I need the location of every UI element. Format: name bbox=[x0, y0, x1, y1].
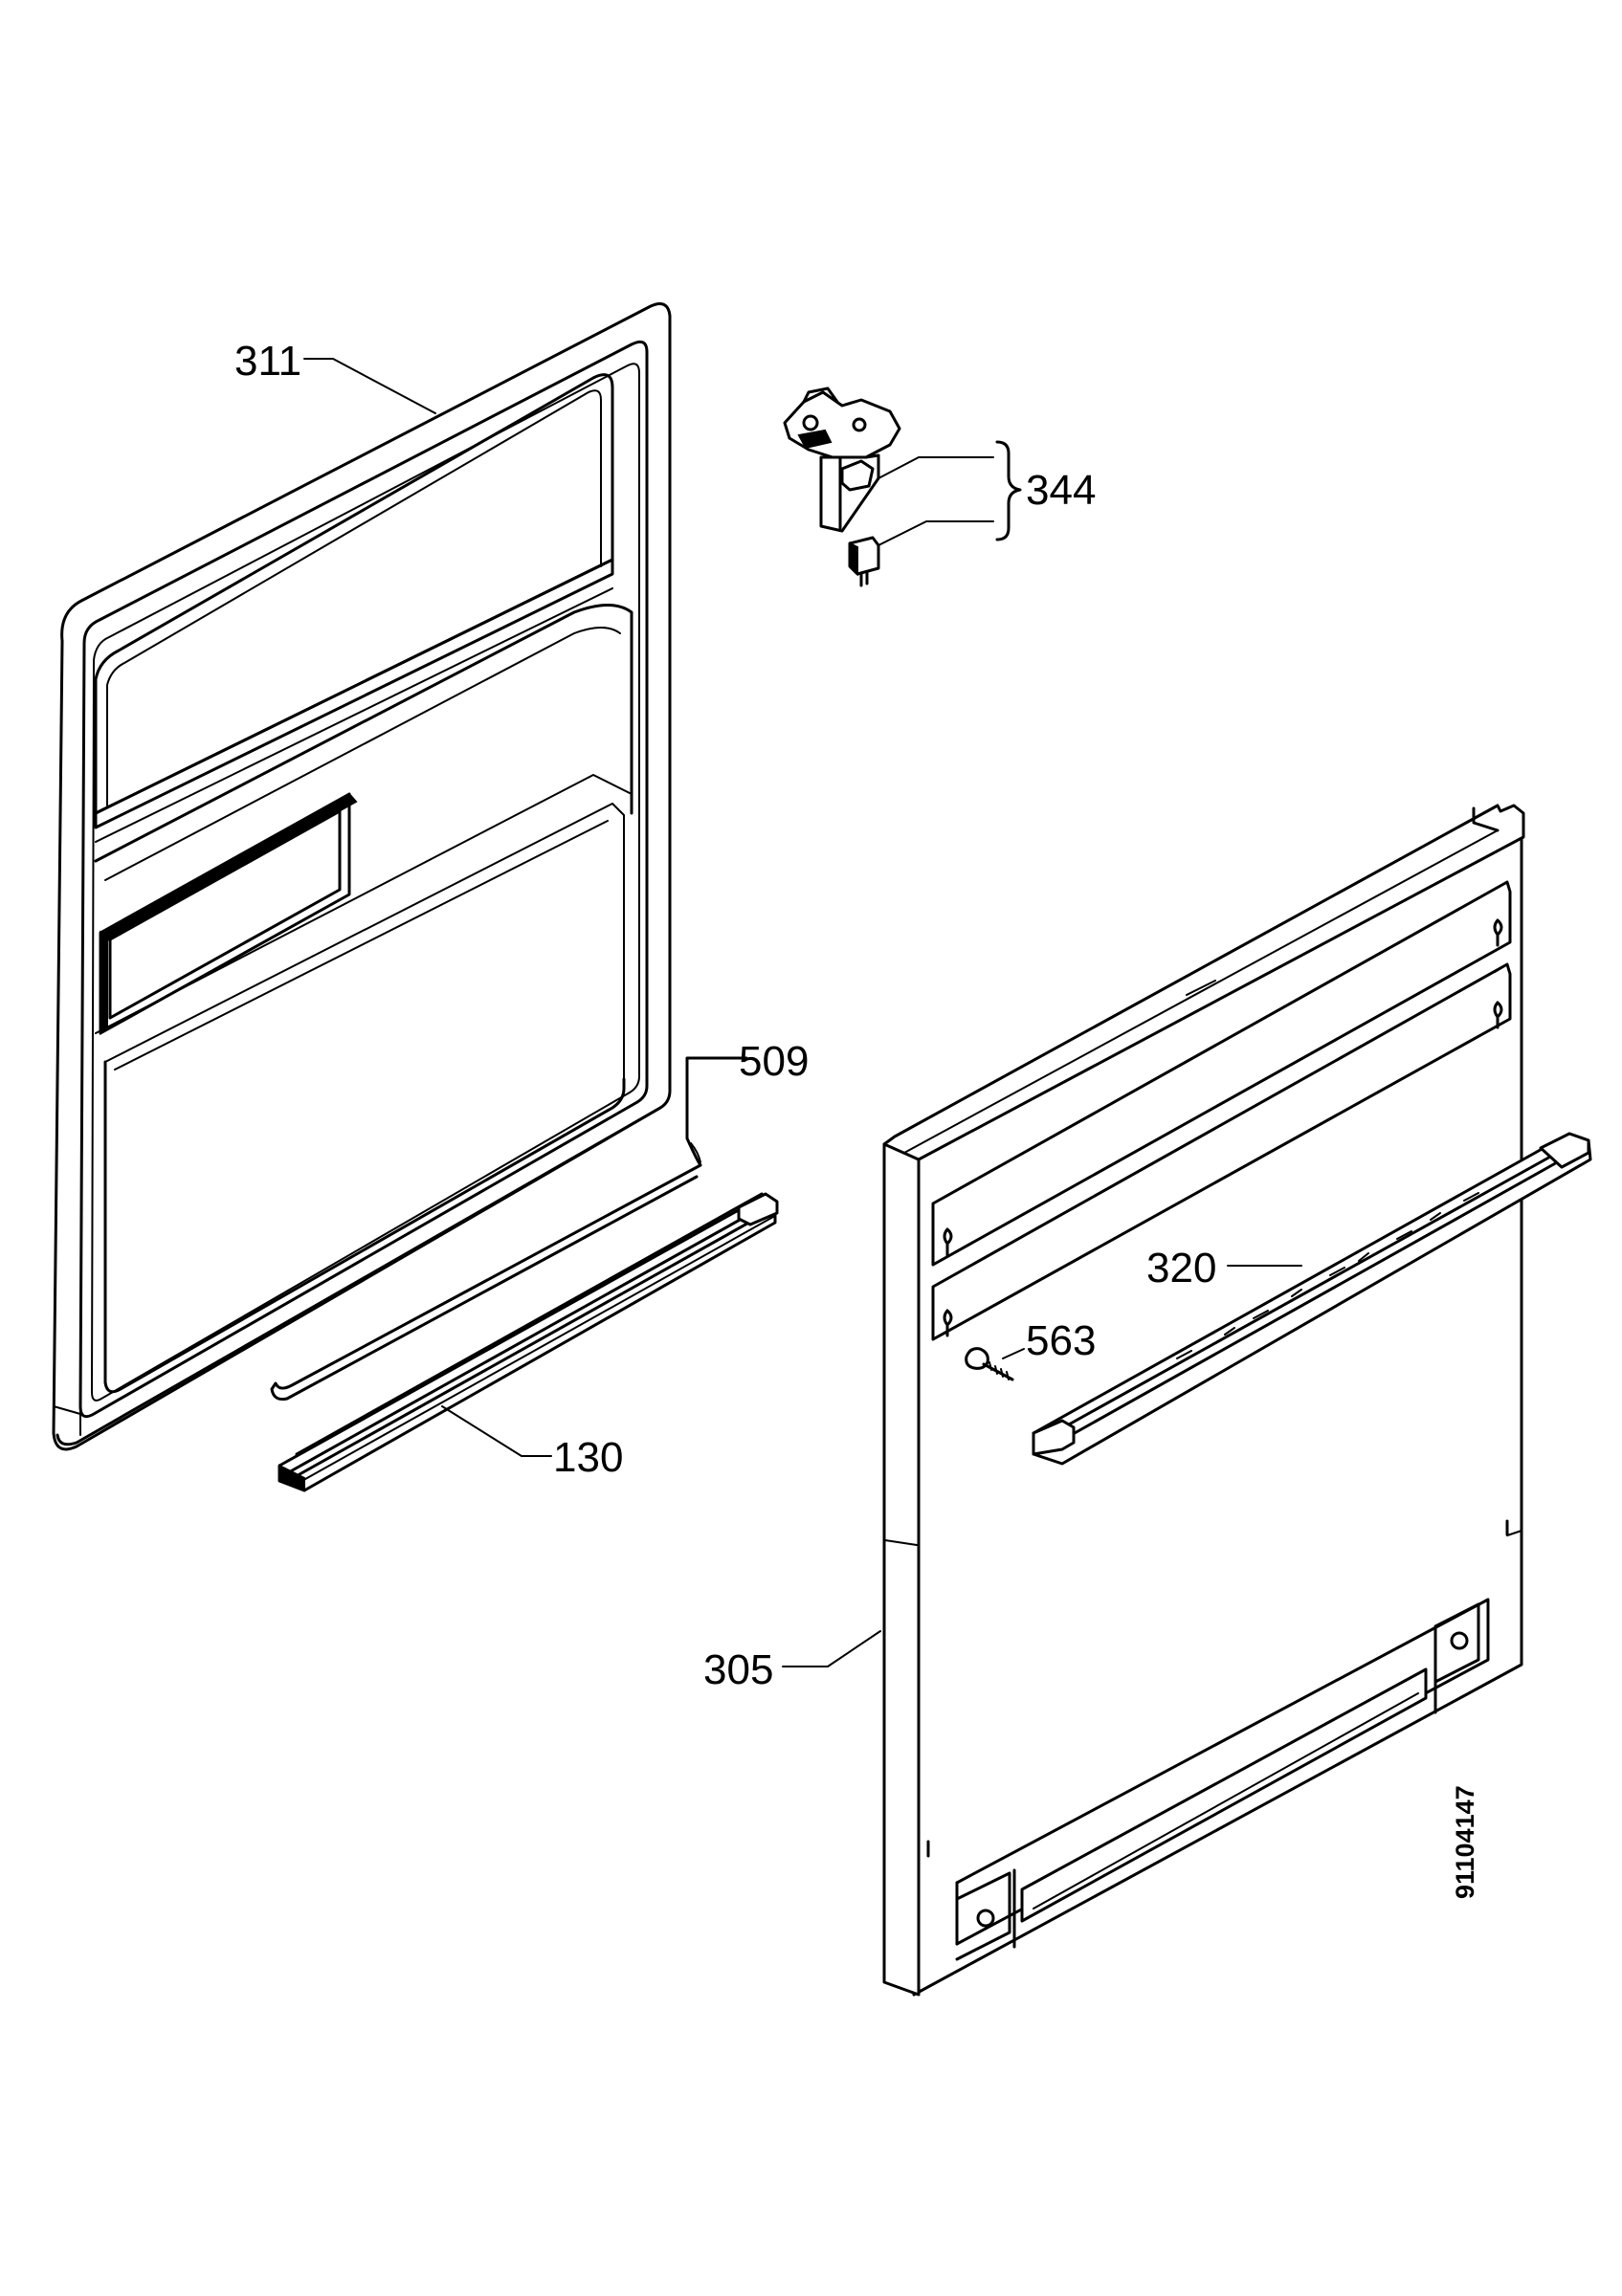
wire-hook-509 bbox=[270, 1056, 748, 1401]
label-130: 130 bbox=[553, 1434, 623, 1481]
screw-563 bbox=[965, 1347, 1025, 1381]
upper-profile-rail-320 bbox=[1032, 1132, 1592, 1466]
label-311: 311 bbox=[234, 338, 301, 385]
label-320: 320 bbox=[1146, 1245, 1216, 1292]
outer-door-panel-305 bbox=[882, 804, 1525, 1997]
label-563: 563 bbox=[1026, 1317, 1096, 1364]
label-509: 509 bbox=[739, 1038, 809, 1085]
label-305: 305 bbox=[703, 1646, 773, 1693]
sealing-strip-130 bbox=[278, 1192, 779, 1492]
leader-311 bbox=[303, 358, 436, 414]
label-344: 344 bbox=[1026, 467, 1096, 514]
leader-305 bbox=[782, 1630, 881, 1667]
inner-door-panel-311 bbox=[52, 302, 672, 1451]
drawing-number: 91104147 bbox=[1451, 1785, 1479, 1899]
door-lock-assembly-344 bbox=[783, 386, 1022, 587]
